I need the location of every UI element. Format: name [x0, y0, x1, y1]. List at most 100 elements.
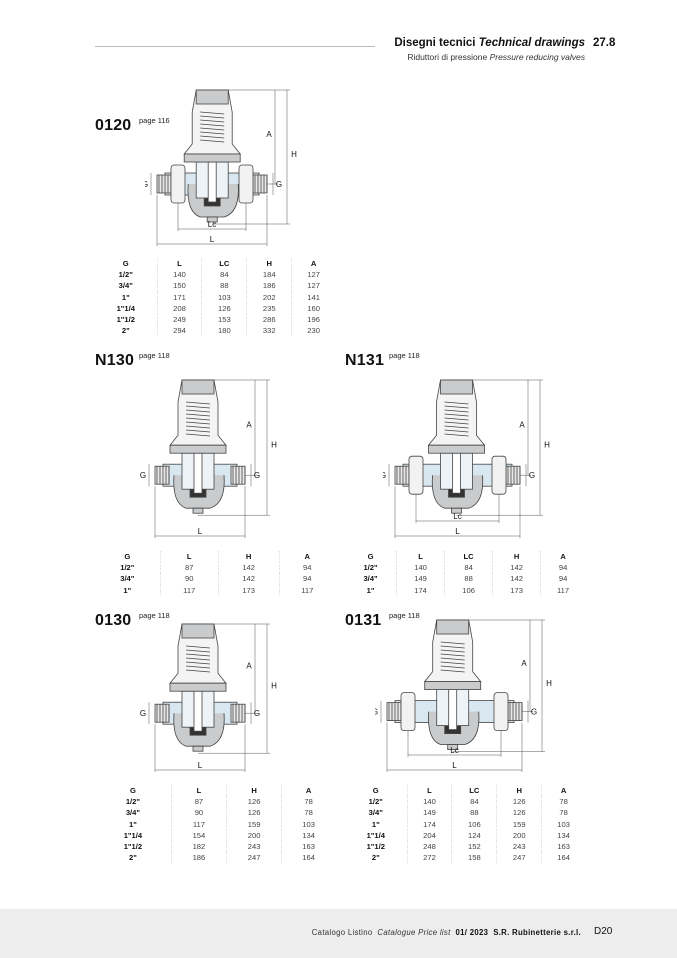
page-reference-link[interactable]: page 118 — [139, 351, 170, 360]
table-cell: 78 — [559, 797, 568, 807]
dim-label-h: H — [544, 441, 550, 450]
table-cell: 186 — [246, 280, 293, 292]
column-header: H — [246, 258, 293, 270]
dim-label-l: L — [210, 235, 215, 244]
spring-coil — [444, 429, 469, 433]
header-subtitle: Riduttori di pressione Pressure reducing… — [407, 52, 585, 62]
subtitle-en: Pressure reducing valves — [489, 52, 585, 62]
table-cell: 174 — [407, 818, 453, 830]
column-header: G — [345, 551, 398, 563]
spring-coil — [200, 131, 225, 135]
spring-coil — [185, 405, 211, 409]
table-cell: 173 — [492, 584, 542, 596]
table-cell: 142 — [492, 573, 542, 585]
page-reference-link[interactable]: page 116 — [139, 116, 170, 125]
dim-label-lc: Lc — [208, 220, 216, 229]
table-cell: 152 — [451, 840, 498, 853]
table-cell: 106 — [444, 584, 494, 596]
product-code: N130 — [95, 352, 135, 369]
spring-coil — [200, 127, 225, 131]
valve-drawing — [154, 379, 246, 514]
column-header: A — [560, 786, 567, 796]
table-cell: 1/2" — [345, 796, 408, 808]
adjust-cap — [181, 379, 215, 395]
dim-label-g-right: G — [531, 708, 537, 717]
dim-label-g-left: G — [145, 180, 148, 189]
column-header: G — [95, 551, 161, 563]
footer-edition: 01/ 2023 — [455, 928, 489, 937]
table-cell: 103 — [201, 291, 248, 303]
page-reference-link[interactable]: page 118 — [389, 351, 420, 360]
table-cell: 90 — [160, 573, 219, 585]
dim-label-h: H — [291, 150, 297, 159]
page-reference-link[interactable]: page 118 — [139, 611, 170, 620]
drawing-svg: LcLGGHA — [372, 619, 552, 772]
table-cell: 180 — [201, 325, 248, 337]
column-header: H — [496, 785, 543, 797]
diaphragm-flange — [169, 682, 227, 692]
diaphragm-flange — [183, 153, 241, 163]
table-cell: 1" — [95, 818, 172, 830]
spring-coil — [444, 405, 469, 409]
table-cell: 142 — [218, 573, 280, 585]
spring-coil — [185, 653, 211, 657]
table-cell: 164 — [557, 853, 570, 863]
table-cell: 174 — [396, 584, 446, 596]
dim-label-h: H — [271, 441, 277, 450]
spring-coil — [200, 119, 225, 123]
drain-plug — [451, 507, 462, 514]
table-cell: 3/4" — [95, 573, 161, 585]
stem — [452, 452, 461, 494]
column-header: L — [157, 258, 203, 270]
table-cell: 94 — [303, 574, 312, 584]
section-number: 27.8 — [593, 37, 616, 49]
table-cell: 1"1/2 — [95, 313, 158, 326]
column-header: A — [560, 552, 566, 562]
footer-catalog-en: Catalogue Price list — [377, 928, 451, 937]
spring-coil — [200, 123, 225, 127]
spring-coil — [185, 661, 211, 665]
table-cell: 88 — [444, 573, 494, 585]
table-cell: 126 — [201, 302, 248, 314]
spring-coil — [185, 409, 211, 413]
table-cell: 126 — [496, 807, 543, 819]
table-cell: 163 — [557, 842, 570, 852]
spring-coil — [440, 653, 465, 657]
subtitle-it: Riduttori di pressione — [407, 52, 488, 62]
column-header: H — [218, 551, 280, 563]
spring-coil — [200, 115, 225, 119]
table-cell: 106 — [451, 818, 498, 830]
dim-label-a: A — [266, 130, 272, 139]
table-cell: 247 — [226, 852, 283, 864]
technical-drawing: LcLGGHA — [380, 378, 558, 545]
dimension-lines — [380, 619, 545, 772]
union-nut-right — [238, 164, 254, 204]
drawing-svg: LcLGGHA — [380, 379, 550, 538]
table-cell: 184 — [246, 269, 293, 281]
spring-coil — [444, 417, 469, 421]
table-cell: 154 — [171, 829, 228, 841]
spring-coil — [200, 135, 225, 139]
page-reference-link[interactable]: page 118 — [389, 611, 420, 620]
column-header: LC — [444, 551, 494, 563]
table-cell: 173 — [218, 584, 280, 596]
table-cell: 94 — [303, 563, 312, 573]
product-code: 0120 — [95, 117, 132, 134]
table-cell: 140 — [396, 562, 446, 574]
table-cell: 1"1/4 — [95, 302, 158, 314]
table-cell: 2" — [345, 852, 408, 864]
table-cell: 150 — [157, 280, 203, 292]
table-cell: 1" — [345, 584, 398, 596]
